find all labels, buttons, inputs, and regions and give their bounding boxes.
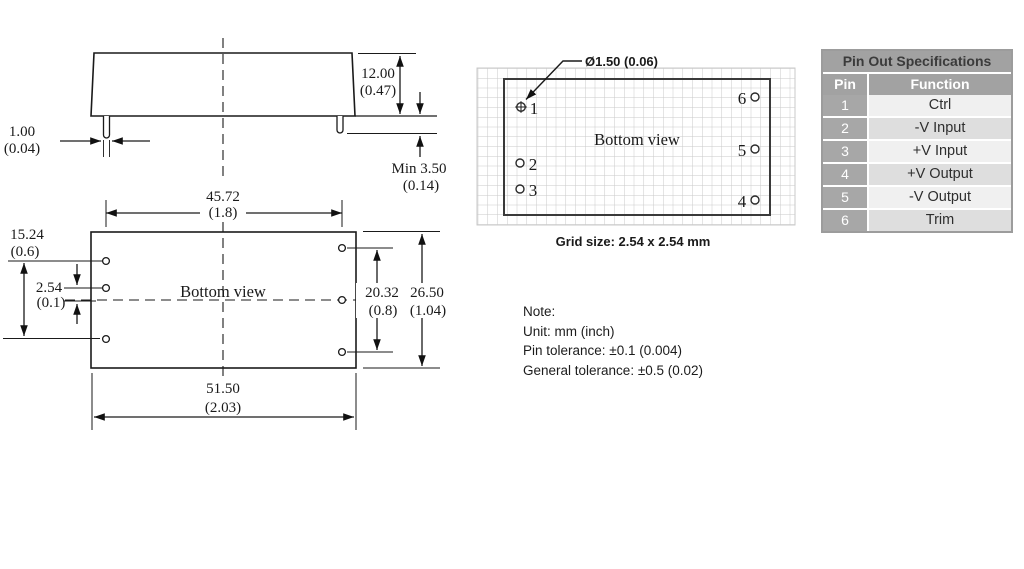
dim-pin-width-in: (0.04) (4, 141, 40, 157)
dim-pin-row-span-mm: 45.72 (206, 189, 240, 205)
dim-body-depth-in: (1.04) (410, 303, 446, 319)
pinout-table: Pin Out Specifications Pin Function 1 Ct… (821, 49, 1013, 233)
pin-number: 6 (823, 210, 869, 231)
pin-2-hole (515, 158, 525, 168)
bottom-view-title: Bottom view (180, 282, 266, 301)
dim-pin-col-span-mm: 15.24 (10, 227, 44, 243)
table-row: 5 -V Output (823, 185, 1011, 208)
pin-number: 5 (823, 187, 869, 208)
pinout-col-function: Function (869, 74, 1011, 95)
pin-number: 1 (823, 95, 869, 116)
module-pins (515, 92, 760, 205)
table-row: 3 +V Input (823, 139, 1011, 162)
grid-size-label: Grid size: 2.54 x 2.54 mm (556, 234, 711, 249)
pin-6-label: 6 (738, 89, 747, 108)
pin-5-hole (750, 144, 760, 154)
pin-6-hole (750, 92, 760, 102)
side-view (60, 38, 437, 182)
note-heading: Note: (523, 304, 556, 319)
pin-4-hole (750, 195, 760, 205)
pin-function: Trim (869, 210, 1011, 231)
table-row: 6 Trim (823, 208, 1011, 231)
dim-body-width-mm: 51.50 (206, 381, 240, 397)
bottom-view-dimensioned (3, 200, 454, 430)
dim-body-height-mm: 12.00 (361, 66, 395, 82)
hole-diameter-leader-line (525, 60, 582, 100)
dim-pin-col-span-in: (0.6) (11, 244, 40, 260)
note-unit: Unit: mm (inch) (523, 323, 615, 339)
dim-pin-min-length-in: (0.14) (403, 178, 439, 194)
pin-1-label: 1 (530, 99, 539, 118)
pin-3-label: 3 (529, 181, 538, 200)
dim-pin-min-length: Min 3.50 (391, 161, 446, 177)
pin-5-label: 5 (738, 141, 747, 160)
table-row: 2 -V Input (823, 116, 1011, 139)
dim-pin-width-mm: 1.00 (9, 124, 35, 140)
dim-output-span-mm: 20.32 (365, 285, 399, 301)
table-row: 4 +V Output (823, 162, 1011, 185)
dim-pin-pitch-in: (0.1) (37, 295, 66, 311)
pin-function: Ctrl (869, 95, 1011, 116)
dim-pin-row-span-in: (1.8) (209, 205, 238, 221)
pin-function: +V Output (869, 164, 1011, 185)
pinout-col-pin: Pin (823, 74, 869, 95)
pinout-table-title: Pin Out Specifications (823, 51, 1011, 74)
pin-function: -V Output (869, 187, 1011, 208)
module-outline (503, 78, 771, 216)
pin-number: 2 (823, 118, 869, 139)
dim-body-width-in: (2.03) (205, 400, 241, 416)
pin-number: 4 (823, 164, 869, 185)
mechanical-drawing: 1.00 (0.04) 12.00 (0.47) Min 3.50 (0.14)… (3, 38, 454, 430)
table-row: 1 Ctrl (823, 95, 1011, 116)
note-general-tolerance: General tolerance: ±0.5 (0.02) (523, 362, 704, 378)
dim-body-depth-mm: 26.50 (410, 285, 444, 301)
pin-function: +V Input (869, 141, 1011, 162)
pin-function: -V Input (869, 118, 1011, 139)
note-block: Note: Unit: mm (inch) Pin tolerance: ±0.… (523, 302, 703, 380)
pin-view-title: Bottom view (594, 130, 680, 149)
pin-layout-drawing: Ø1.50 (0.06) 1 2 3 6 5 4 Bottom view Gri… (476, 54, 796, 249)
note-pin-tolerance: Pin tolerance: ±0.1 (0.004) (523, 343, 683, 358)
pin-2-label: 2 (529, 155, 538, 174)
pinout-table-header: Pin Function (823, 74, 1011, 95)
dim-output-span-in: (0.8) (369, 303, 398, 319)
dim-body-height-in: (0.47) (360, 83, 396, 99)
pin-3-hole (515, 184, 525, 194)
pin-4-label: 4 (738, 192, 747, 211)
hole-diameter-label: Ø1.50 (0.06) (585, 54, 658, 69)
pin-number: 3 (823, 141, 869, 162)
dim-pin-pitch-mm: 2.54 (36, 280, 63, 296)
pin-holes (101, 243, 347, 357)
